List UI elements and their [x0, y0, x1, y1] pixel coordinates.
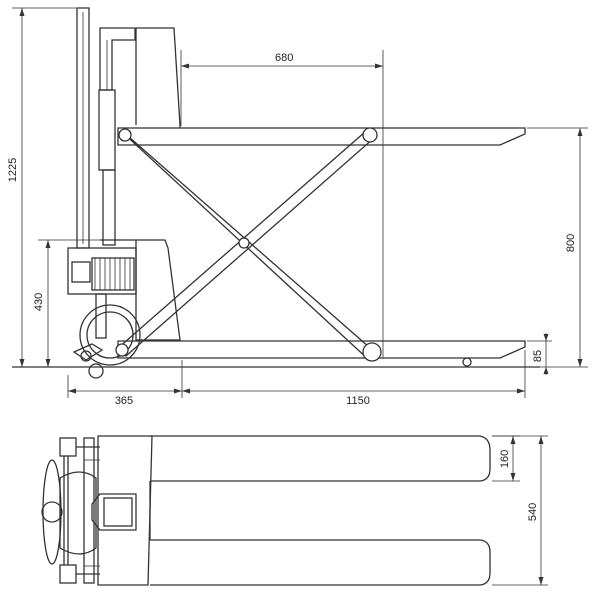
- handle: [76, 7, 90, 249]
- hydraulic-column: [98, 27, 136, 246]
- fork-roller: [462, 357, 472, 367]
- pedal: [72, 343, 104, 379]
- pump-unit: [67, 247, 137, 339]
- dimension-680: 680: [180, 50, 384, 358]
- dim-label-1225: 1225: [7, 158, 19, 182]
- dim-label-1150: 1150: [346, 395, 370, 407]
- top-handle-assembly: [41, 437, 137, 584]
- dimension-1225: 1225: [7, 7, 76, 367]
- dim-label-540: 540: [527, 503, 539, 521]
- dimension-800: 800: [527, 127, 588, 368]
- dim-label-365: 365: [115, 395, 133, 407]
- dimension-365: 365: [67, 360, 183, 407]
- top-view: 160 540: [41, 435, 548, 586]
- dimension-85: 85: [527, 333, 552, 375]
- dim-label-800: 800: [565, 234, 577, 252]
- scissor-arms: [115, 127, 382, 362]
- dim-label-85: 85: [532, 350, 544, 362]
- dim-label-160: 160: [499, 450, 511, 468]
- upper-platform: [117, 127, 526, 146]
- dimension-160: 160: [492, 435, 520, 482]
- fork-upper: [150, 435, 491, 482]
- lower-frame: [117, 340, 526, 359]
- lower-casing: [135, 239, 181, 341]
- steer-wheel: [79, 304, 141, 366]
- side-view: 680 1225 430 800 85: [7, 7, 588, 407]
- dimension-1150: 1150: [182, 350, 526, 407]
- dimension-430: 430: [33, 239, 100, 367]
- dim-label-680: 680: [275, 52, 293, 64]
- dim-label-430: 430: [33, 293, 45, 311]
- fork-lower: [150, 539, 491, 586]
- frame-block: [97, 435, 153, 586]
- dimension-540: 540: [492, 435, 548, 586]
